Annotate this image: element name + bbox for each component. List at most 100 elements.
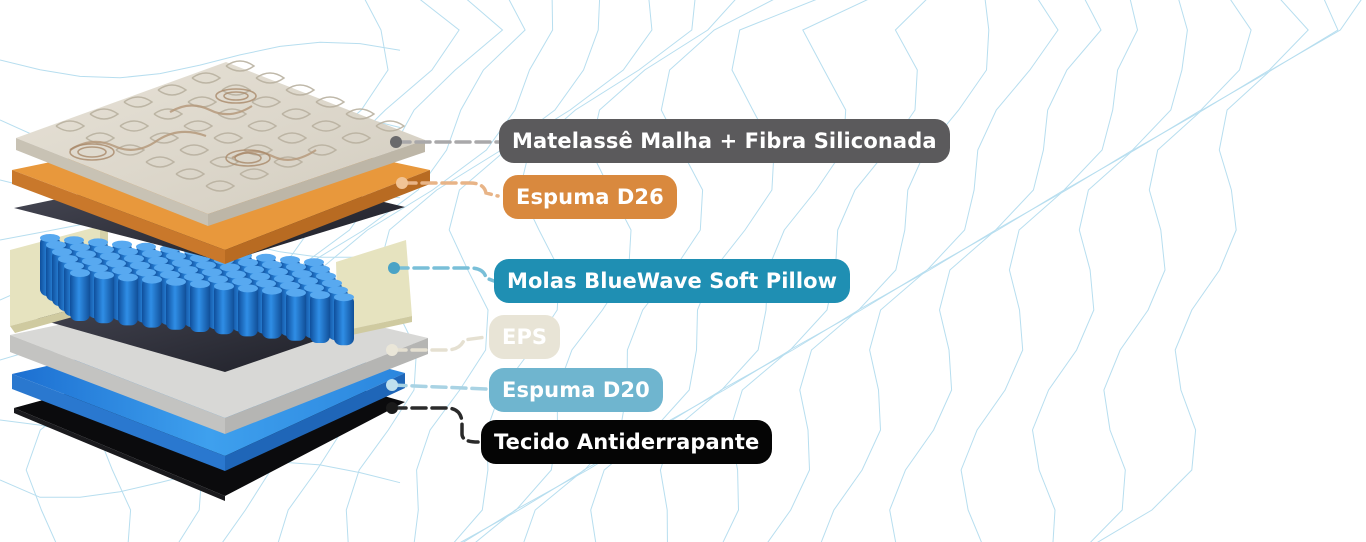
quilt-stitch: [221, 84, 252, 96]
quilt-stitch: [315, 96, 346, 108]
spring-cap: [82, 257, 102, 266]
spring-cap: [160, 270, 180, 279]
leader-line-eps: [390, 335, 488, 352]
spring-cap: [334, 293, 354, 302]
quilt-stitch: [239, 168, 270, 180]
spring-cap: [304, 284, 324, 292]
spring-coil: [310, 293, 330, 343]
quilted-top-layer-icon: [16, 60, 425, 226]
label-eps: EPS: [489, 315, 561, 359]
spring-cap: [190, 280, 210, 288]
quilt-stitch: [285, 84, 316, 96]
spring-cap: [106, 259, 126, 268]
spring-cap: [238, 284, 258, 293]
leader-line-espuma-d20: [390, 383, 488, 391]
quilt-stitch: [281, 108, 312, 120]
spring-cap: [100, 252, 120, 261]
spring-cap: [214, 282, 234, 291]
spring-cap: [46, 241, 66, 249]
quilt-stitch: [307, 144, 338, 156]
spring-cap: [256, 253, 276, 262]
spring-cap: [88, 264, 108, 273]
spring-cap: [76, 250, 96, 259]
spring-cap: [220, 263, 240, 272]
spring-cap: [136, 268, 156, 277]
contour-line: [1090, 0, 1339, 542]
spring-cap: [88, 238, 108, 247]
spring-cap: [172, 259, 192, 267]
spring-cap: [316, 272, 336, 281]
contour-line: [820, 0, 1139, 542]
spring-coil: [190, 282, 210, 332]
spring-cap: [328, 286, 348, 295]
quilt-stitch: [115, 144, 146, 156]
quilt-stitch: [341, 132, 372, 144]
quilt-stitch: [277, 132, 308, 144]
spring-coil: [286, 290, 306, 341]
spring-coil: [262, 288, 282, 339]
dot-molas: [388, 262, 400, 274]
spring-cap: [202, 268, 222, 277]
spring-cap: [208, 275, 228, 284]
spring-cap: [268, 267, 288, 276]
spring-cap: [130, 261, 150, 270]
spring-cap: [250, 272, 270, 281]
contour-line: [0, 41, 401, 79]
quilt-stitch: [247, 120, 278, 132]
leader-dots: [386, 136, 408, 414]
contour-line: [1031, 0, 1309, 542]
spring-cap: [118, 273, 138, 282]
spring-cap: [52, 248, 72, 256]
spring-cap: [136, 242, 156, 251]
spring-cap: [118, 247, 138, 256]
quilt-stitch: [243, 144, 274, 156]
quilt-stitch: [157, 84, 188, 96]
quilt-stitch: [55, 120, 86, 132]
spring-cap: [238, 258, 258, 267]
spring-cap: [40, 234, 60, 242]
quilt-stitch: [273, 156, 304, 168]
contour-line: [960, 0, 1252, 542]
spring-cap: [58, 255, 78, 263]
dot-eps: [386, 344, 398, 356]
spring-cap: [196, 261, 216, 270]
leader-lines: [390, 140, 502, 444]
contour-line: [767, 0, 1102, 542]
label-espuma-d20: Espuma D20: [489, 368, 663, 412]
contour-line: [889, 0, 1188, 542]
dot-tecido: [386, 402, 398, 414]
spring-cap: [166, 277, 186, 286]
spring-cap: [298, 277, 318, 285]
spring-cap: [184, 273, 204, 281]
quilt-stitch: [217, 108, 248, 120]
quilt-stitch: [205, 180, 236, 192]
spring-cap: [166, 252, 186, 260]
pocket-springs-layer-icon: [10, 226, 412, 346]
spring-cap: [112, 240, 132, 249]
spring-cap: [178, 266, 198, 274]
quilt-stitch: [213, 132, 244, 144]
spring-cap: [292, 270, 312, 278]
label-molas: Molas BlueWave Soft Pillow: [494, 259, 851, 303]
spring-cap: [232, 277, 252, 286]
spring-coil: [142, 277, 162, 328]
spring-cap: [286, 263, 306, 271]
spring-coil: [94, 273, 114, 324]
leader-line-tecido: [390, 406, 480, 444]
label-espuma-d26: Espuma D26: [503, 175, 677, 219]
spring-cap: [286, 288, 306, 297]
quilt-stitch: [153, 108, 184, 120]
leader-line-molas: [392, 266, 496, 283]
quilt-stitch: [311, 120, 342, 132]
spring-coil: [70, 271, 90, 321]
spring-coil: [214, 284, 234, 335]
quilt-stitch: [183, 120, 214, 132]
spring-cap: [154, 263, 174, 272]
dot-matelasse: [390, 136, 402, 148]
spring-cap: [274, 274, 294, 283]
spring-cap: [112, 266, 132, 275]
spring-cap: [262, 286, 282, 295]
spring-cap: [148, 256, 168, 265]
spring-coil: [334, 295, 354, 346]
